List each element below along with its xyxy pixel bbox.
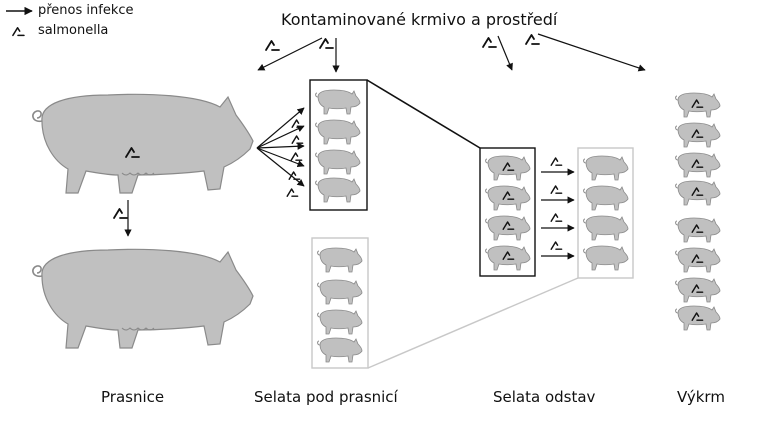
caption-weaners: Selata odstav	[493, 388, 596, 406]
legend	[6, 6, 33, 37]
salmonella-icon	[265, 40, 280, 51]
weaners-box-clean	[577, 147, 634, 279]
salmonella-icon	[12, 26, 25, 37]
piglets-box-clean	[311, 237, 369, 369]
salmonella-icon	[550, 241, 563, 250]
salmonella-icon	[291, 135, 304, 144]
sow-to-sow-arrow	[113, 200, 132, 237]
salmonella-icon	[550, 185, 563, 194]
contamination-arrows	[257, 33, 646, 73]
connector-clean	[367, 277, 579, 369]
piglets-box-infected	[309, 79, 368, 211]
salmonella-icon	[550, 213, 563, 222]
caption-piglets: Selata pod prasnicí	[254, 388, 398, 406]
sow-clean	[32, 248, 254, 349]
diagram-title: Kontaminované krmivo a prostředí	[281, 10, 558, 29]
connector-infected	[366, 79, 481, 149]
caption-sows: Prasnice	[101, 388, 165, 406]
weaners-transfer-arrows	[541, 157, 575, 260]
salmonella-icon	[525, 34, 540, 45]
salmonella-icon	[113, 208, 128, 219]
salmonella-icon	[290, 152, 303, 161]
finishers-group	[675, 92, 721, 331]
salmonella-icon	[319, 38, 334, 49]
salmonella-icon	[291, 119, 304, 128]
caption-finishers: Výkrm	[677, 388, 725, 406]
weaners-box-infected	[479, 147, 536, 277]
salmonella-icon	[286, 188, 299, 197]
sow-infected	[32, 93, 254, 194]
sow-to-piglets-arrows	[256, 107, 305, 197]
salmonella-icon	[482, 37, 497, 48]
legend-arrow-label: přenos infekce	[38, 3, 134, 18]
salmonella-icon	[550, 157, 563, 166]
legend-salmonella-label: salmonella	[38, 23, 109, 38]
